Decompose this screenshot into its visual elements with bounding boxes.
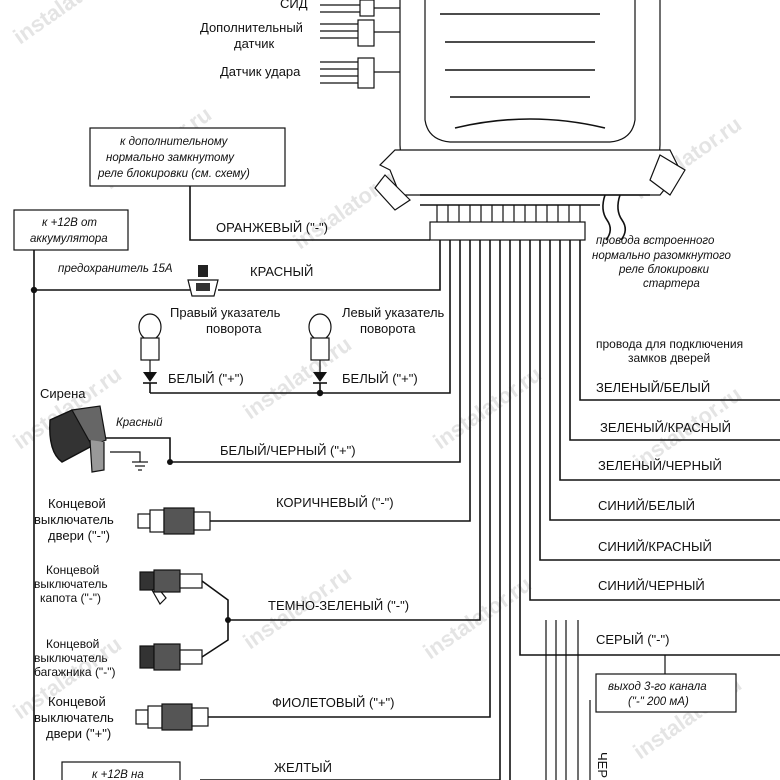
blue-black-label: СИНИЙ/ЧЕРНЫЙ xyxy=(598,578,705,593)
blue-black-wire xyxy=(529,240,780,601)
ground-icon xyxy=(110,451,148,471)
watermark: instalator.ru xyxy=(239,331,356,424)
white-black-wire-label: БЕЛЫЙ/ЧЕРНЫЙ ("+") xyxy=(220,443,356,458)
bottom-note-line1: к +12В на xyxy=(92,769,144,780)
green-red-wire xyxy=(569,240,780,441)
extra-sensor-label-2: датчик xyxy=(234,36,275,51)
siren-label: Сирена xyxy=(40,386,86,401)
siren-icon xyxy=(49,405,107,473)
battery-note-line1: к +12В от xyxy=(42,217,97,229)
blue-white-wire xyxy=(549,240,780,521)
green-white-wire xyxy=(579,240,780,401)
green-black-label: ЗЕЛЕНЫЙ/ЧЕРНЫЙ xyxy=(598,458,722,473)
locks-note-line1: провода для подключения xyxy=(596,337,743,351)
door-switch-1 xyxy=(137,507,211,535)
right-turn-label-1: Правый указатель xyxy=(170,305,281,320)
green-black-wire xyxy=(559,240,780,481)
trunk-switch-label-c: багажника ("-") xyxy=(34,665,115,679)
starter-note-line3: реле блокировки xyxy=(618,264,710,276)
junction-dot xyxy=(316,389,324,397)
mount-ear-right xyxy=(649,154,686,196)
door-switch-2 xyxy=(135,703,209,731)
door-switch-2-label-b: выключатель xyxy=(34,710,114,725)
starter-note-line4: стартера xyxy=(643,278,700,290)
ch3-note-line1: выход 3-го канала xyxy=(608,681,707,693)
starter-relay-wires xyxy=(602,194,627,241)
blue-white-label: СИНИЙ/БЕЛЫЙ xyxy=(598,498,695,513)
ch3-note-line2: ("-" 200 мА) xyxy=(628,696,689,708)
hood-switch-label-c: капота ("-") xyxy=(40,591,101,605)
orange-wire-label: ОРАНЖЕВЫЙ ("-") xyxy=(216,220,328,235)
locks-note-line2: замков дверей xyxy=(628,351,710,365)
violet-wire-label: ФИОЛЕТОВЫЙ ("+") xyxy=(272,695,394,710)
diode-icon xyxy=(313,372,327,382)
green-white-label: ЗЕЛЕНЫЙ/БЕЛЫЙ xyxy=(596,380,710,395)
white-wires xyxy=(150,240,451,394)
mount-ear-left xyxy=(374,174,411,211)
trunk-switch-label-a: Концевой xyxy=(46,637,99,651)
watermark: instalator.ru xyxy=(9,0,126,49)
watermark: instalator.ru xyxy=(419,571,536,664)
left-turn-label-2: поворота xyxy=(360,321,416,336)
gray-wire xyxy=(519,240,780,656)
relay-note-line1: к дополнительному xyxy=(120,136,229,148)
siren-red-label: Красный xyxy=(116,417,163,429)
extra-sensor-label: Дополнительный xyxy=(200,20,303,35)
ch3-note-box xyxy=(595,673,737,713)
door-switch-1-label-c: двери ("-") xyxy=(48,528,110,543)
alarm-unit xyxy=(374,0,686,211)
door-switch-2-label-a: Концевой xyxy=(48,694,106,709)
fuse-icon xyxy=(187,265,219,297)
relay-note-line2: нормально замкнутому xyxy=(106,152,235,164)
left-turn-lamp xyxy=(308,313,332,393)
diode-icon xyxy=(143,372,157,382)
right-turn-lamp xyxy=(138,313,162,393)
starter-note-line1: провода встроенного xyxy=(596,235,715,247)
brown-wire-label: КОРИЧНЕВЫЙ ("-") xyxy=(276,495,394,510)
blue-red-wire xyxy=(539,240,780,561)
fuse-label: предохранитель 15А xyxy=(58,263,173,275)
relay-note-line3: реле блокировки (см. схему) xyxy=(97,168,250,180)
hood-switch-label-a: Концевой xyxy=(46,563,99,577)
brown-wire xyxy=(210,240,471,522)
right-turn-label-2: поворота xyxy=(206,321,262,336)
watermark: instalator.ru xyxy=(429,361,546,454)
dark-green-wire-label: ТЕМНО-ЗЕЛЕНЫЙ ("-") xyxy=(268,598,409,613)
junction-dot xyxy=(225,617,231,623)
green-red-label: ЗЕЛЕНЫЙ/КРАСНЫЙ xyxy=(600,420,731,435)
left-turn-label-1: Левый указатель xyxy=(342,305,445,320)
yellow-wire-label: ЖЕЛТЫЙ xyxy=(274,760,332,775)
starter-note-line2: нормально разомкнутого xyxy=(592,250,732,262)
black-wire-label: ЧЕР xyxy=(595,752,610,778)
door-switch-1-label-b: выключатель xyxy=(34,512,114,527)
main-connector xyxy=(429,205,586,241)
battery-note-box xyxy=(13,209,129,251)
hood-switch xyxy=(139,569,203,605)
trunk-switch xyxy=(139,643,203,671)
white-wire-label-1: БЕЛЫЙ ("+") xyxy=(168,371,244,386)
orange-wire xyxy=(189,186,430,241)
led-label: СИД xyxy=(280,0,308,11)
trunk-switch-label-b: выключатель xyxy=(34,651,108,665)
junction-dot xyxy=(30,286,38,294)
dark-green-wire-branch xyxy=(201,620,229,658)
shock-sensor-label: Датчик удара xyxy=(220,64,301,79)
door-switch-2-label-c: двери ("+") xyxy=(46,726,111,741)
bottom-note-box xyxy=(61,761,181,780)
junction-dot xyxy=(167,459,173,465)
sensor-connectors xyxy=(320,0,400,89)
battery-note-line2: аккумулятора xyxy=(30,233,108,245)
white-wire-label-2: БЕЛЫЙ ("+") xyxy=(342,371,418,386)
violet-wire xyxy=(208,240,491,718)
relay-note-box xyxy=(89,127,286,187)
blue-red-label: СИНИЙ/КРАСНЫЙ xyxy=(598,539,712,554)
hood-switch-label-b: выключатель xyxy=(34,577,108,591)
door-switch-1-label-a: Концевой xyxy=(48,496,106,511)
gray-wire-label: СЕРЫЙ ("-") xyxy=(596,632,669,647)
red-wire-label: КРАСНЫЙ xyxy=(250,264,313,279)
red-wire xyxy=(218,240,441,291)
